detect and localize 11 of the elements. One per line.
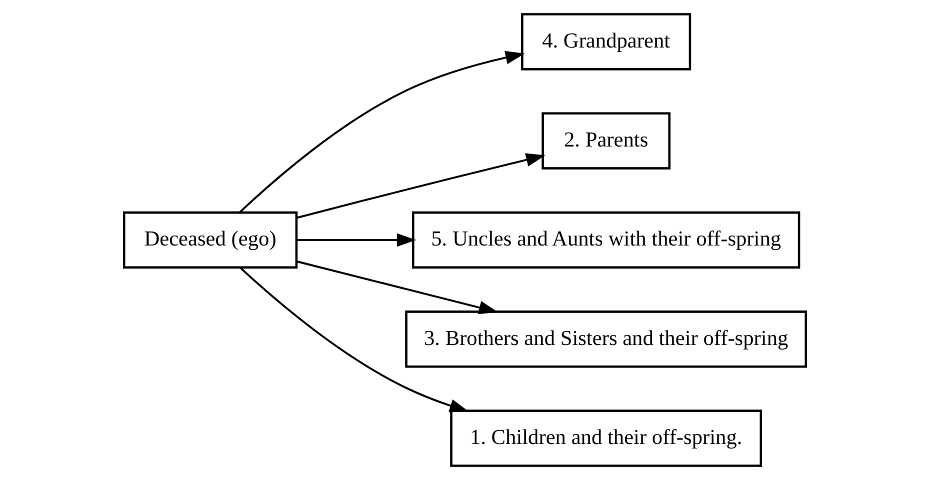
arrow [296, 233, 416, 247]
arrow [239, 266, 468, 412]
node-box: 3. Brothers and Sisters and their off-spring [404, 310, 807, 368]
node-box: Deceased (ego) [122, 211, 298, 269]
node-box: 2. Parents [541, 112, 670, 170]
arrow [238, 50, 524, 214]
arrow [296, 260, 498, 314]
node-box: 1. Children and their off-spring. [450, 410, 762, 467]
node-box: 4. Grandparent [520, 13, 691, 70]
node-box: 5. Uncles and Aunts with their off-spring [412, 211, 800, 269]
arrow [296, 153, 545, 219]
